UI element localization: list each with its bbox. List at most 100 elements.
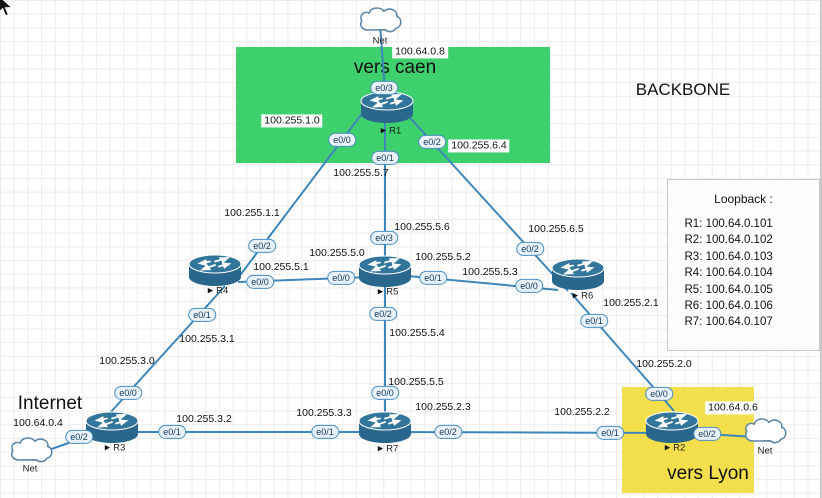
node-status-triangle-icon: ▶ [377, 288, 384, 296]
ip-label: 100.255.2.1 [603, 297, 659, 309]
cloud-top-label: Net [372, 35, 388, 47]
mouse-cursor-icon [0, 0, 14, 17]
router-name-text: R5 [386, 286, 399, 298]
loopback-entry-r2: R2: 100.64.0.102 [684, 234, 773, 247]
ip-label: 100.255.5.4 [389, 327, 445, 339]
interface-badge-r2-e0-1: e0/1 [596, 425, 624, 441]
node-status-triangle-icon: ▶ [664, 444, 671, 452]
router-name-label-r3: ▶R3 [105, 443, 126, 454]
cloud-icon [744, 418, 787, 444]
ip-label: 100.255.3.2 [176, 413, 232, 425]
cloud-right-label: Net [757, 445, 773, 457]
router-name-text: R4 [216, 285, 229, 297]
router-name-label-r7: ▶R7 [378, 444, 399, 455]
ip-label: 100.64.0.8 [392, 45, 448, 59]
router-r5[interactable] [358, 255, 412, 294]
ip-label: 100.255.2.3 [415, 401, 471, 413]
router-name-label-r6: ▶R6 [573, 291, 594, 302]
ip-label: 100.255.3.1 [179, 333, 235, 345]
router-name-label-r4: ▶R4 [208, 286, 229, 297]
interface-badge-r1-e0-2: e0/2 [418, 134, 446, 150]
router-name-text: R2 [673, 442, 686, 454]
loopback-entry-r4: R4: 100.64.0.104 [684, 267, 773, 280]
interface-badge-r2-e0-0: e0/0 [645, 386, 673, 402]
ip-label: 100.255.2.0 [636, 358, 692, 370]
interface-badge-r5-e0-2: e0/2 [369, 306, 397, 322]
ip-label: 100.255.5.7 [333, 167, 389, 179]
backbone-annotation: BACKBONE [635, 80, 731, 99]
ip-label: 100.255.2.2 [554, 406, 610, 418]
router-r4[interactable] [188, 254, 242, 293]
router-icon [645, 411, 699, 443]
interface-badge-r4-e0-0: e0/0 [246, 274, 274, 290]
ip-label: 100.255.5.6 [394, 221, 450, 233]
interface-badge-r4-e0-1: e0/1 [188, 307, 216, 323]
cloud-left[interactable] [8, 435, 54, 470]
interface-badge-r5-e0-1: e0/1 [419, 270, 447, 286]
link-r7-r2[interactable] [387, 431, 669, 434]
ip-label: 100.255.6.5 [528, 223, 584, 235]
router-icon [85, 411, 139, 443]
router-icon [358, 255, 412, 287]
cloud-icon [10, 437, 53, 463]
router-r6[interactable] [551, 258, 605, 297]
router-r3[interactable] [85, 411, 139, 450]
router-icon [551, 258, 605, 290]
loopback-entry-r1: R1: 100.64.0.101 [684, 218, 773, 230]
ip-label: 100.255.5.0 [309, 247, 365, 259]
internet-annotation: Internet [17, 393, 83, 414]
interface-badge-r1-e0-1: e0/1 [371, 150, 399, 166]
interface-badge-r7-e0-0: e0/0 [371, 385, 399, 401]
ip-label: 100.64.0.6 [705, 401, 761, 415]
ip-label: 100.255.5.1 [253, 261, 309, 273]
interface-badge-r1-e0-0: e0/0 [328, 132, 356, 148]
loopback-entry-r3: R3: 100.64.0.103 [684, 250, 773, 263]
interface-badge-r2-e0-2: e0/2 [693, 426, 721, 442]
interface-badge-r5-e0-0: e0/0 [327, 270, 355, 286]
cloud-right[interactable] [742, 416, 788, 451]
zone-lyon-label: vers Lyon [667, 463, 749, 484]
router-icon [188, 254, 242, 286]
loopback-entry-r7: R7: 100.64.0.107 [684, 316, 773, 329]
ip-label: 100.255.1.0 [261, 114, 323, 128]
node-status-triangle-icon: ▶ [572, 292, 579, 300]
cloud-icon [359, 7, 402, 33]
router-r1[interactable] [360, 91, 414, 130]
loopback-entry-r5: R5: 100.64.0.105 [684, 283, 773, 296]
interface-badge-r7-e0-2: e0/2 [434, 424, 462, 440]
router-icon [358, 411, 412, 443]
interface-badge-r6-e0-1: e0/1 [580, 313, 608, 329]
loopback-panel[interactable]: Loopback : R1: 100.64.0.101 R2: 100.64.0… [667, 179, 820, 351]
router-r2[interactable] [645, 411, 699, 450]
router-name-label-r1: ▶R1 [381, 126, 402, 137]
router-name-label-r2: ▶R2 [665, 443, 686, 454]
ip-label: 100.255.6.4 [448, 139, 510, 153]
interface-badge-r5-e0-3: e0/3 [370, 230, 398, 246]
router-name-text: R1 [389, 125, 402, 137]
cloud-top[interactable] [357, 5, 403, 40]
ip-label: 100.255.5.2 [415, 251, 471, 263]
ip-label: 100.255.3.3 [296, 407, 352, 419]
interface-badge-r6-e0-0: e0/0 [515, 278, 543, 294]
node-status-triangle-icon: ▶ [207, 287, 214, 295]
interface-badge-r1-e0-3: e0/3 [370, 80, 398, 96]
cloud-left-label: Net [22, 463, 38, 475]
loopback-entry-r6: R6: 100.64.0.106 [684, 300, 773, 313]
interface-badge-r3-e0-2: e0/2 [65, 429, 93, 445]
interface-badge-r7-e0-1: e0/1 [311, 424, 339, 440]
interface-badge-r3-e0-0: e0/0 [114, 385, 142, 401]
router-r7[interactable] [358, 411, 412, 450]
router-icon [360, 91, 414, 123]
node-status-triangle-icon: ▶ [380, 127, 387, 135]
zone-caen-label: vers caen [353, 57, 437, 78]
router-name-text: R7 [386, 443, 399, 455]
router-name-text: R3 [113, 442, 126, 454]
loopback-title: Loopback : [714, 192, 773, 206]
interface-badge-r4-e0-2: e0/2 [248, 238, 276, 254]
ip-label: 100.255.1.1 [224, 207, 280, 219]
router-name-text: R6 [581, 290, 594, 302]
ip-label: 100.255.5.5 [388, 376, 444, 388]
ip-label: 100.64.0.4 [13, 417, 63, 429]
node-status-triangle-icon: ▶ [377, 445, 384, 453]
